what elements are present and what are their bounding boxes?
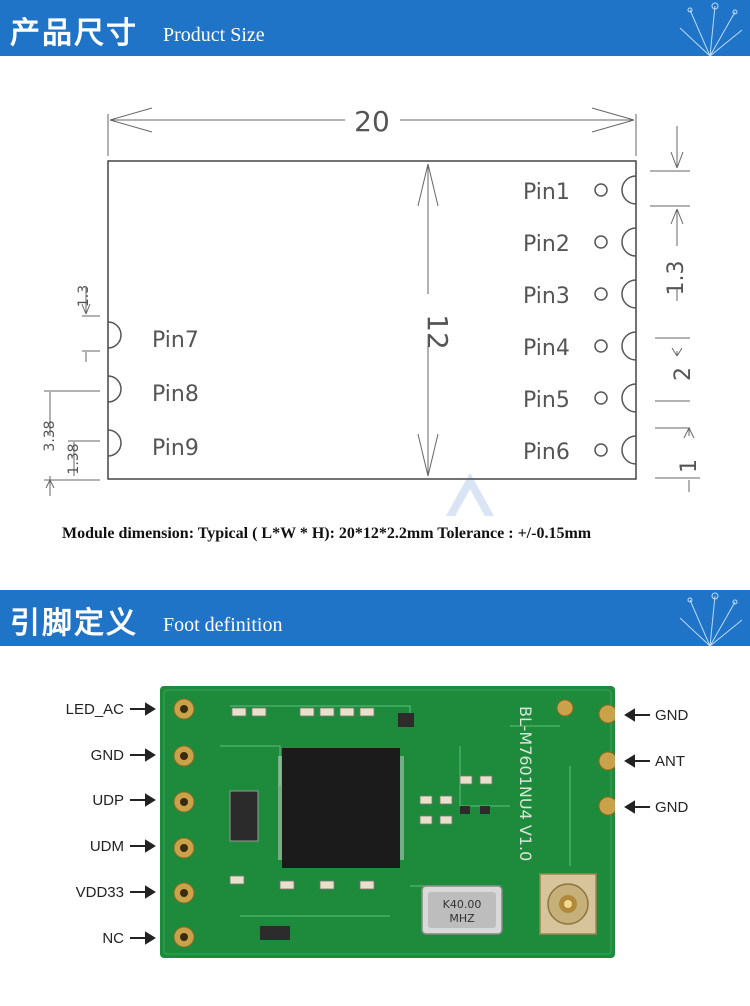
board-pin-label: UDM bbox=[89, 838, 124, 855]
height-dimension-label: 12 bbox=[421, 314, 454, 350]
right-pin-label: Pin5 bbox=[523, 388, 570, 413]
board-silkscreen: BL-M7601NU4 V1.0 bbox=[516, 706, 535, 861]
module-outline bbox=[107, 160, 637, 480]
dimension-caption: Module dimension: Typical ( L*W * H): 20… bbox=[62, 525, 592, 542]
section-title-en: Foot definition bbox=[163, 614, 283, 636]
right-pin-label: Pin1 bbox=[523, 180, 570, 205]
right-2-dimension: 2 bbox=[671, 367, 696, 381]
right-pin-label: Pin3 bbox=[523, 284, 570, 309]
right-pin-column: Pin1 Pin2 Pin3 Pin4 Pin5 Pin6 bbox=[523, 175, 637, 465]
section-header-foot-definition: 引脚定义 Foot definition bbox=[0, 590, 750, 646]
section-title-en: Product Size bbox=[163, 24, 265, 46]
module-board: K40.00 MHZ BL-M7601NU4 V1.0 bbox=[160, 686, 615, 958]
right-pitch-dimension: 1.3 bbox=[664, 261, 689, 296]
board-pin-label: ANT bbox=[655, 753, 685, 770]
section-title-cn: 产品尺寸 bbox=[10, 16, 138, 51]
section-header-product-size: 产品尺寸 Product Size bbox=[0, 0, 750, 56]
width-dimension-label: 20 bbox=[354, 105, 390, 138]
watermark-logo bbox=[445, 472, 495, 516]
right-1-dimension: 1 bbox=[677, 459, 702, 473]
left-pin-column bbox=[107, 321, 122, 457]
dimension-drawing: 20 12 Pin1 Pin2 Pin3 Pin4 Pin5 Pin6 bbox=[42, 105, 702, 516]
left-pin-label: Pin9 bbox=[152, 436, 199, 461]
right-pin-label: Pin4 bbox=[523, 336, 570, 361]
dandelion-decoration-icon bbox=[679, 2, 743, 56]
section-title-cn: 引脚定义 bbox=[10, 606, 138, 641]
dandelion-decoration-icon bbox=[679, 592, 743, 646]
left-1-3-dimension: 1.3 bbox=[76, 285, 92, 307]
board-pin-label: GND bbox=[655, 799, 689, 816]
board-pin-label: NC bbox=[102, 930, 124, 947]
crystal-label: MHZ bbox=[449, 912, 475, 925]
crystal-label: K40.00 bbox=[443, 898, 482, 911]
right-pin-arrows bbox=[624, 708, 650, 814]
left-pin-arrows bbox=[130, 702, 156, 945]
right-pin-label: Pin2 bbox=[523, 232, 570, 257]
board-pin-label: LED_AC bbox=[65, 701, 124, 718]
left-3-38-dimension: 3.38 bbox=[42, 420, 58, 451]
board-pin-label: UDP bbox=[92, 792, 124, 809]
board-pin-label: GND bbox=[655, 707, 689, 724]
left-pin-label: Pin8 bbox=[152, 382, 199, 407]
left-1-38-dimension: 1.38 bbox=[66, 443, 82, 474]
right-pin-label: Pin6 bbox=[523, 440, 570, 465]
main-chip bbox=[282, 748, 400, 868]
board-pin-label: VDD33 bbox=[75, 884, 124, 901]
board-pin-label: GND bbox=[90, 747, 124, 764]
left-pin-label: Pin7 bbox=[152, 328, 199, 353]
